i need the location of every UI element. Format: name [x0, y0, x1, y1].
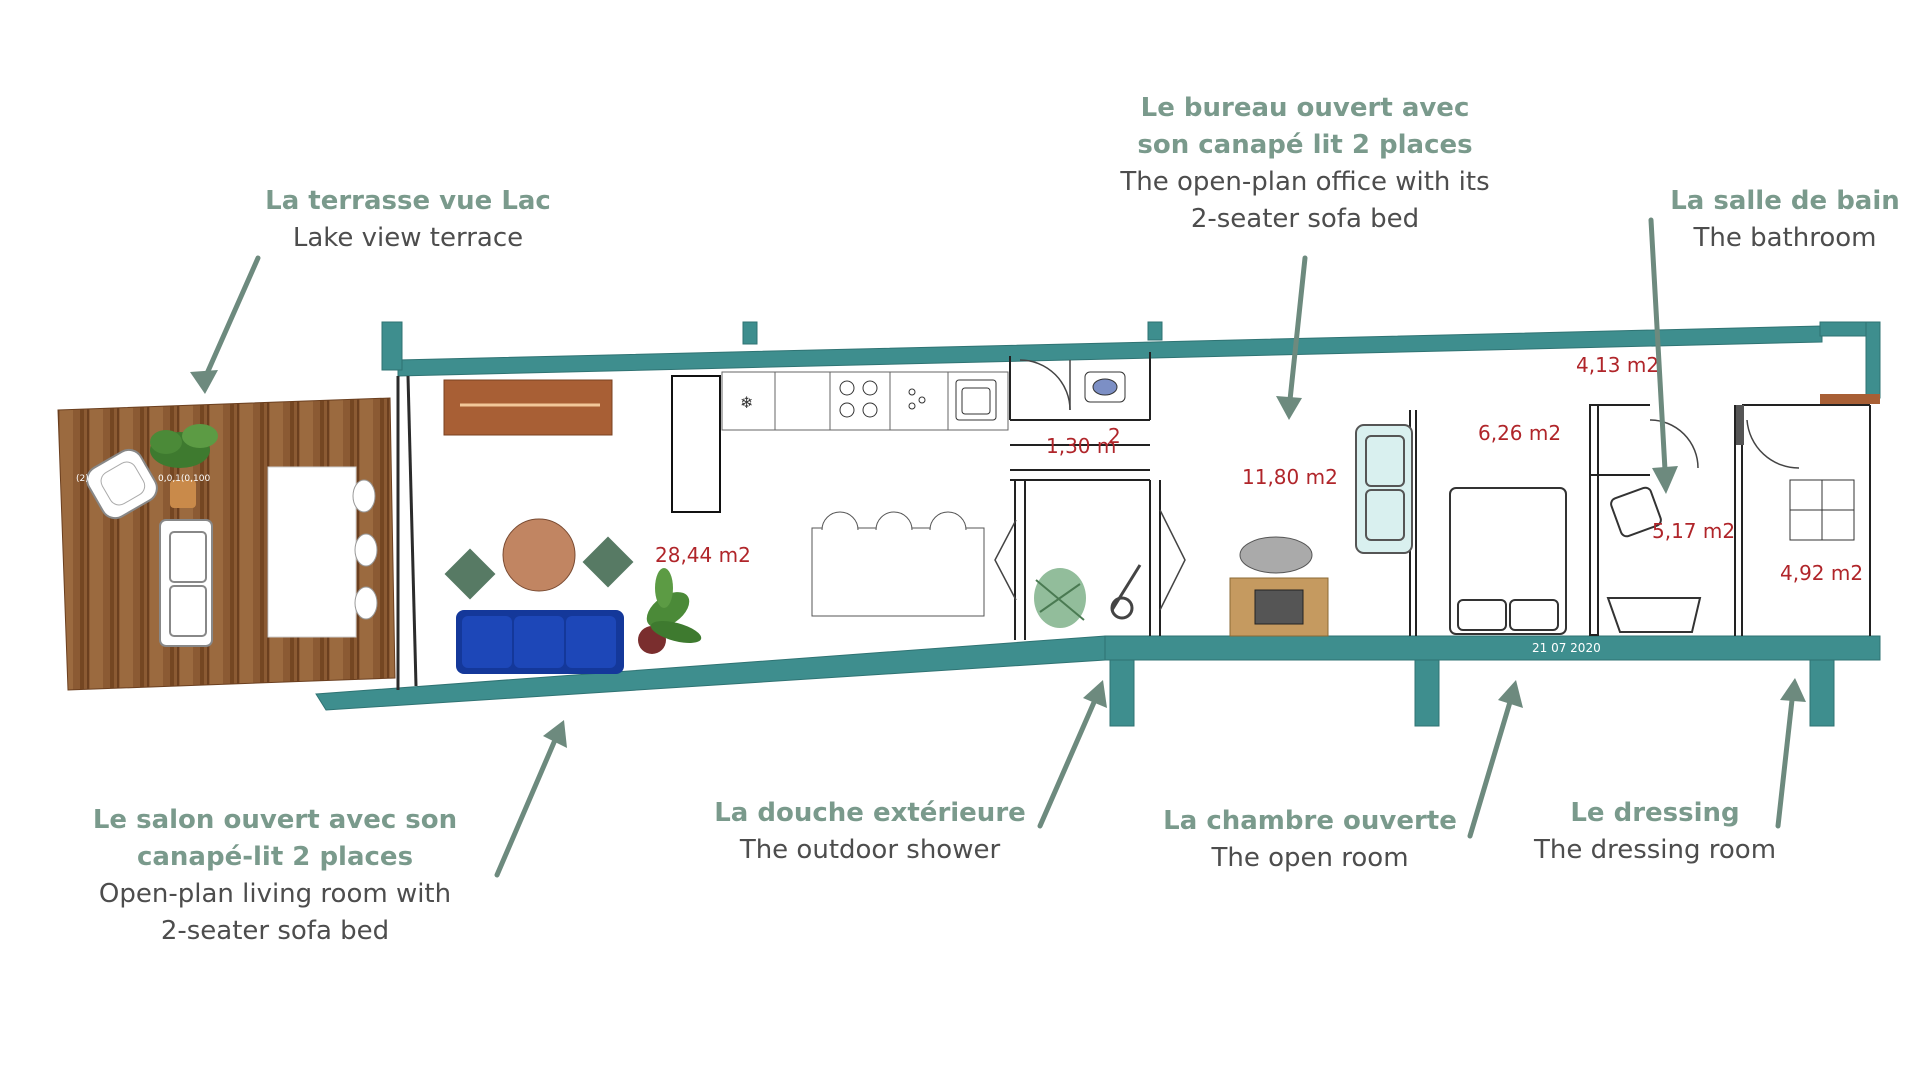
- label-living-fr: Le salon ouvert avec son canapé-lit 2 pl…: [92, 805, 458, 872]
- bed: [1449, 487, 1567, 635]
- label-shower: La douche extérieure The outdoor shower: [710, 795, 1030, 869]
- living-sofa: [456, 610, 624, 674]
- area-wc-sup: 2: [1108, 424, 1121, 448]
- shower-fixtures: [1034, 564, 1142, 628]
- label-bedroom-fr: La chambre ouverte: [1163, 806, 1457, 836]
- callout-arrows: [190, 217, 1806, 878]
- entry-frame: [396, 375, 418, 690]
- area-office: 11,80 m2: [1242, 465, 1338, 489]
- dining-table: [502, 518, 576, 592]
- cooktop-icon: [839, 380, 878, 418]
- area-hall: 4,13 m2: [1576, 353, 1659, 377]
- area-bathroom: 5,17 m2: [1652, 519, 1735, 543]
- plan-date: 21 07 2020: [1532, 641, 1601, 655]
- office-desk: [1229, 577, 1329, 637]
- label-dressing-fr: Le dressing: [1570, 798, 1740, 828]
- bathroom-fixtures: [1606, 486, 1702, 633]
- living-furniture: ❄: [443, 371, 1009, 674]
- bathroom-wall-marker: [1736, 405, 1744, 445]
- label-bedroom: La chambre ouverte The open room: [1160, 803, 1460, 877]
- area-dressing: 4,92 m2: [1780, 561, 1863, 585]
- label-bedroom-en: The open room: [1211, 843, 1409, 873]
- terrace-mark-right: 0,0,1(0,100: [158, 474, 210, 484]
- terrace-mark-left: (2): [76, 474, 89, 484]
- label-office-fr: Le bureau ouvert avec son canapé lit 2 p…: [1137, 93, 1473, 160]
- label-terrace-en: Lake view terrace: [292, 223, 524, 253]
- area-living: 28,44 m2: [655, 543, 751, 567]
- terrace-chairs: [352, 479, 378, 620]
- washbasin: [1610, 486, 1662, 538]
- partitions: [1009, 352, 1871, 640]
- terrace-armchair: [86, 448, 158, 520]
- sink-icon: [955, 379, 997, 421]
- terrace: (2) 0,0,1(0,100: [57, 397, 396, 691]
- wc-fixtures: [1084, 371, 1126, 403]
- office-furniture: [1229, 424, 1413, 637]
- label-dressing: Le dressing The dressing room: [1515, 795, 1795, 869]
- label-dressing-en: The dressing room: [1533, 835, 1777, 865]
- label-bathroom-fr: La salle de bain: [1670, 186, 1900, 216]
- office-chair: [1239, 536, 1313, 574]
- office-sofa: [1355, 424, 1413, 554]
- plant-icon: [638, 568, 702, 654]
- terrace-sofa: [159, 519, 213, 647]
- tv-console: [443, 379, 613, 436]
- doors: [994, 359, 1800, 611]
- bar-stools: [821, 511, 967, 531]
- label-bathroom-en: The bathroom: [1693, 223, 1877, 253]
- terrace-table: [267, 466, 357, 638]
- label-living-en: Open-plan living room with 2-seater sofa…: [98, 879, 452, 946]
- label-office: Le bureau ouvert avec son canapé lit 2 p…: [1115, 90, 1495, 238]
- dining-chair-right: [582, 536, 634, 588]
- bathtub: [1606, 597, 1702, 633]
- dressing-shelf: [1789, 479, 1855, 541]
- label-living: Le salon ouvert avec son canapé-lit 2 pl…: [85, 802, 465, 950]
- plant-icon: [150, 424, 218, 508]
- label-bathroom: La salle de bain The bathroom: [1665, 183, 1905, 257]
- label-terrace: La terrasse vue Lac Lake view terrace: [258, 183, 558, 257]
- label-terrace-fr: La terrasse vue Lac: [265, 186, 551, 216]
- label-shower-fr: La douche extérieure: [714, 798, 1026, 828]
- label-shower-en: The outdoor shower: [739, 835, 1001, 865]
- label-office-en: The open-plan office with its 2-seater s…: [1120, 167, 1490, 234]
- area-wc: 1,30 m: [1046, 434, 1116, 458]
- walls: [315, 321, 1881, 727]
- dining-chair-left: [444, 548, 496, 600]
- laptop-icon: [1254, 589, 1304, 625]
- fridge: [671, 375, 721, 513]
- area-bedroom: 6,26 m2: [1478, 421, 1561, 445]
- burner-small-icon: [908, 388, 926, 410]
- kitchen-island: [811, 527, 985, 617]
- freezer-icon: ❄: [740, 393, 753, 412]
- hall-accent: [1820, 394, 1880, 404]
- kitchen-counter: [721, 371, 1009, 431]
